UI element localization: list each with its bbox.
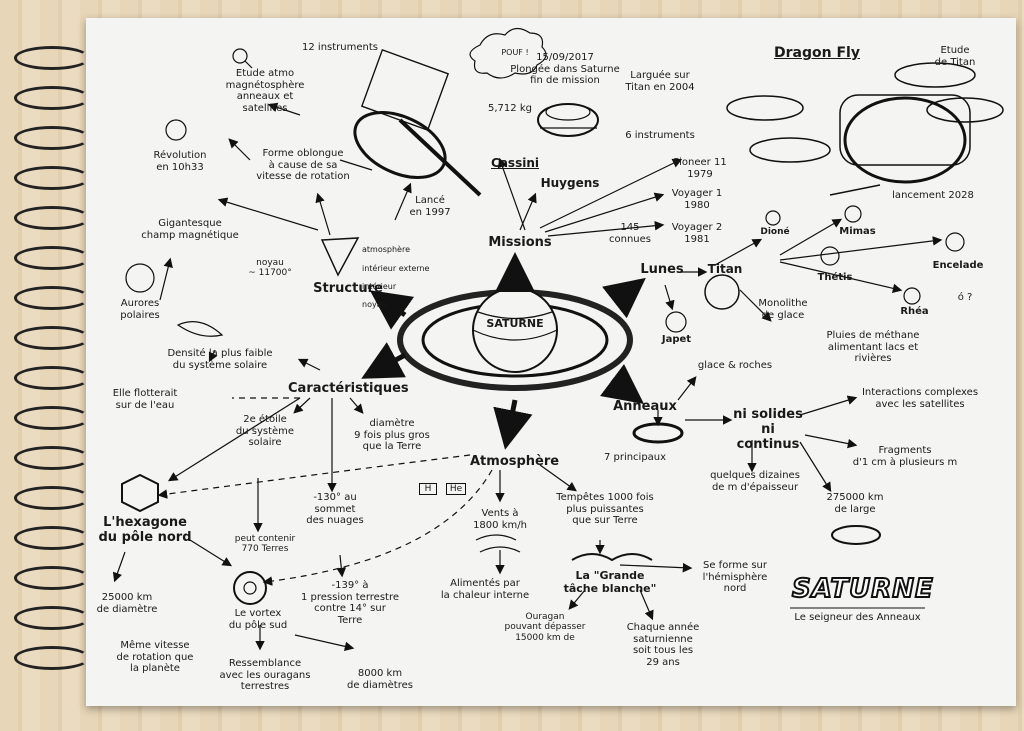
layer-noyau: noyau [362,300,387,310]
label-cassini: Cassini [491,156,539,170]
note-hex-diam: 25000 km de diamètre [96,592,158,615]
note-12-instruments: 12 instruments [302,42,378,53]
dragonfly-drawing [726,62,1004,196]
element-h: H [419,483,437,496]
label-titan: Titan [707,262,743,276]
note-alimentes: Alimentés par la chaleur interne [440,578,530,601]
hexagon-drawing [121,473,159,513]
pouf-cloud [469,27,547,79]
encelade-moon-drawing [945,232,965,252]
note-glace: glace & roches [697,360,773,371]
note-etude: Etude atmo magnétosphère anneaux et sate… [225,68,305,114]
note-contenir: peut contenir 770 Terres [234,534,296,555]
note-large: 275000 km de large [826,492,884,515]
note-flotterait: Elle flotterait sur de l'eau [112,388,178,411]
note-vitesse: Même vitesse de rotation que la planète [116,640,194,674]
label-huygens: Huygens [540,176,600,190]
note-fragments: Fragments d'1 cm à plusieurs m [852,445,958,468]
hub-anneaux: Anneaux [613,399,677,414]
label-dione: Dioné [760,227,790,237]
note-diametre: diamètre 9 fois plus gros que la Terre [354,418,430,452]
thetis-moon-drawing [820,246,840,266]
mimas-moon-drawing [844,205,862,223]
note-ressemblance: Ressemblance avec les ouragans terrestre… [219,658,311,692]
hub-structure: Structure [313,281,383,296]
stopwatch-icon [165,119,187,141]
vortex-drawing [233,571,267,605]
note-rang: 2e étoile du système solaire [235,414,295,448]
japet-moon-drawing [665,311,687,333]
note-aurores: Aurores polaires [120,298,160,321]
note-densite: Densité la plus faible du système solair… [167,348,273,371]
note-pression: -139° à 1 pression terrestre contre 14° … [301,580,399,626]
layer-interieur-externe: intérieur externe [362,263,430,273]
note-plongee: 15/09/2017 Plongée dans Saturne fin de m… [510,52,620,86]
aurora-drawing [125,263,155,293]
hub-lunes: Lunes [640,262,684,277]
magnifier-icon [232,48,248,64]
layer-interieur: intérieur [362,281,397,291]
note-lancement: lancement 2028 [892,190,974,201]
note-temp: -130° au sommet des nuages [306,492,364,526]
note-tempetes: Tempêtes 1000 fois plus puissantes que s… [556,492,654,526]
note-question: ó ? [957,292,973,303]
label-japet: Japet [661,334,692,345]
note-etude-titan: Etude de Titan [934,45,976,68]
structure-slice-drawing [320,237,360,277]
label-rhea: Rhéa [900,306,929,317]
label-thetis: Thétis [817,272,853,283]
rings-width-drawing [831,525,881,545]
note-voyager2: Voyager 2 1981 [671,222,723,245]
label-grande-tache: La "Grande tâche blanche" [563,569,657,595]
label-hexagone: L'hexagone du pôle nord [98,515,192,545]
hub-atmosphere: Atmosphère [470,454,560,469]
note-interactions: Interactions complexes avec les satellit… [861,387,979,410]
label-encelade: Encelade [932,260,984,271]
note-lance: Lancé en 1997 [409,195,451,218]
saturne-logo-title: SATURNE [791,573,934,605]
hub-missions: Missions [488,235,552,250]
note-6-instruments: 6 instruments [625,130,695,141]
storm-drawing [571,553,653,562]
note-pluies: Pluies de méthane alimentant lacs et riv… [826,330,920,364]
structure-layers: atmosphère intérieur externe intérieur n… [362,236,452,319]
label-vortex: Le vortex du pôle sud [228,608,288,631]
note-masse: 5,712 kg [488,103,532,114]
note-vents: Vents à 1800 km/h [473,508,527,531]
note-lunes-count: 145 connues [609,222,651,245]
rhea-moon-drawing [903,287,921,305]
note-noyau-temp: noyau ~ 11700° [248,258,292,279]
note-epaisseur: quelques dizaines de m d'épaisseur [710,470,800,493]
note-pouf: POUF ! [501,48,529,57]
titan-moon-drawing [704,274,740,310]
label-mimas: Mimas [839,226,876,237]
label-dragonfly: Dragon Fly [774,45,860,61]
note-champ: Gigantesque champ magnétique [141,218,239,241]
huygens-probe-drawing [537,103,599,137]
rings-drawing [632,422,684,444]
element-he: He [446,483,466,496]
note-monolithe: Monolithe de glace [758,298,808,321]
note-pioneer: Pioneer 11 1979 [673,157,727,180]
note-revolution: Révolution en 10h33 [153,150,207,173]
layer-atmosphere: atmosphère [362,245,410,255]
saturn-center-label: SATURNE [486,317,544,330]
hub-caracteristiques: Caractéristiques [288,381,409,396]
note-vortex-diam: 8000 km de diamètres [346,668,413,691]
note-voyager1: Voyager 1 1980 [671,188,723,211]
note-chaque-annee: Chaque année saturnienne soit tous les 2… [626,622,700,668]
wind-drawing [475,534,521,553]
dione-moon-drawing [765,210,781,226]
note-ouragan: Ouragan pouvant dépasser 15000 km de [504,612,586,643]
label-solides: ni solides ni continus [733,407,803,452]
cassini-probe-drawing [339,48,482,197]
saturne-logo-subtitle: Le seigneur des Anneaux [794,612,921,623]
feather-icon [176,321,224,337]
note-principaux: 7 principaux [603,452,667,463]
note-larguee: Larguée sur Titan en 2004 [625,70,695,93]
note-forme-nord: Se forme sur l'hémisphère nord [702,560,768,594]
note-forme: Forme oblongue à cause de sa vitesse de … [256,148,350,182]
